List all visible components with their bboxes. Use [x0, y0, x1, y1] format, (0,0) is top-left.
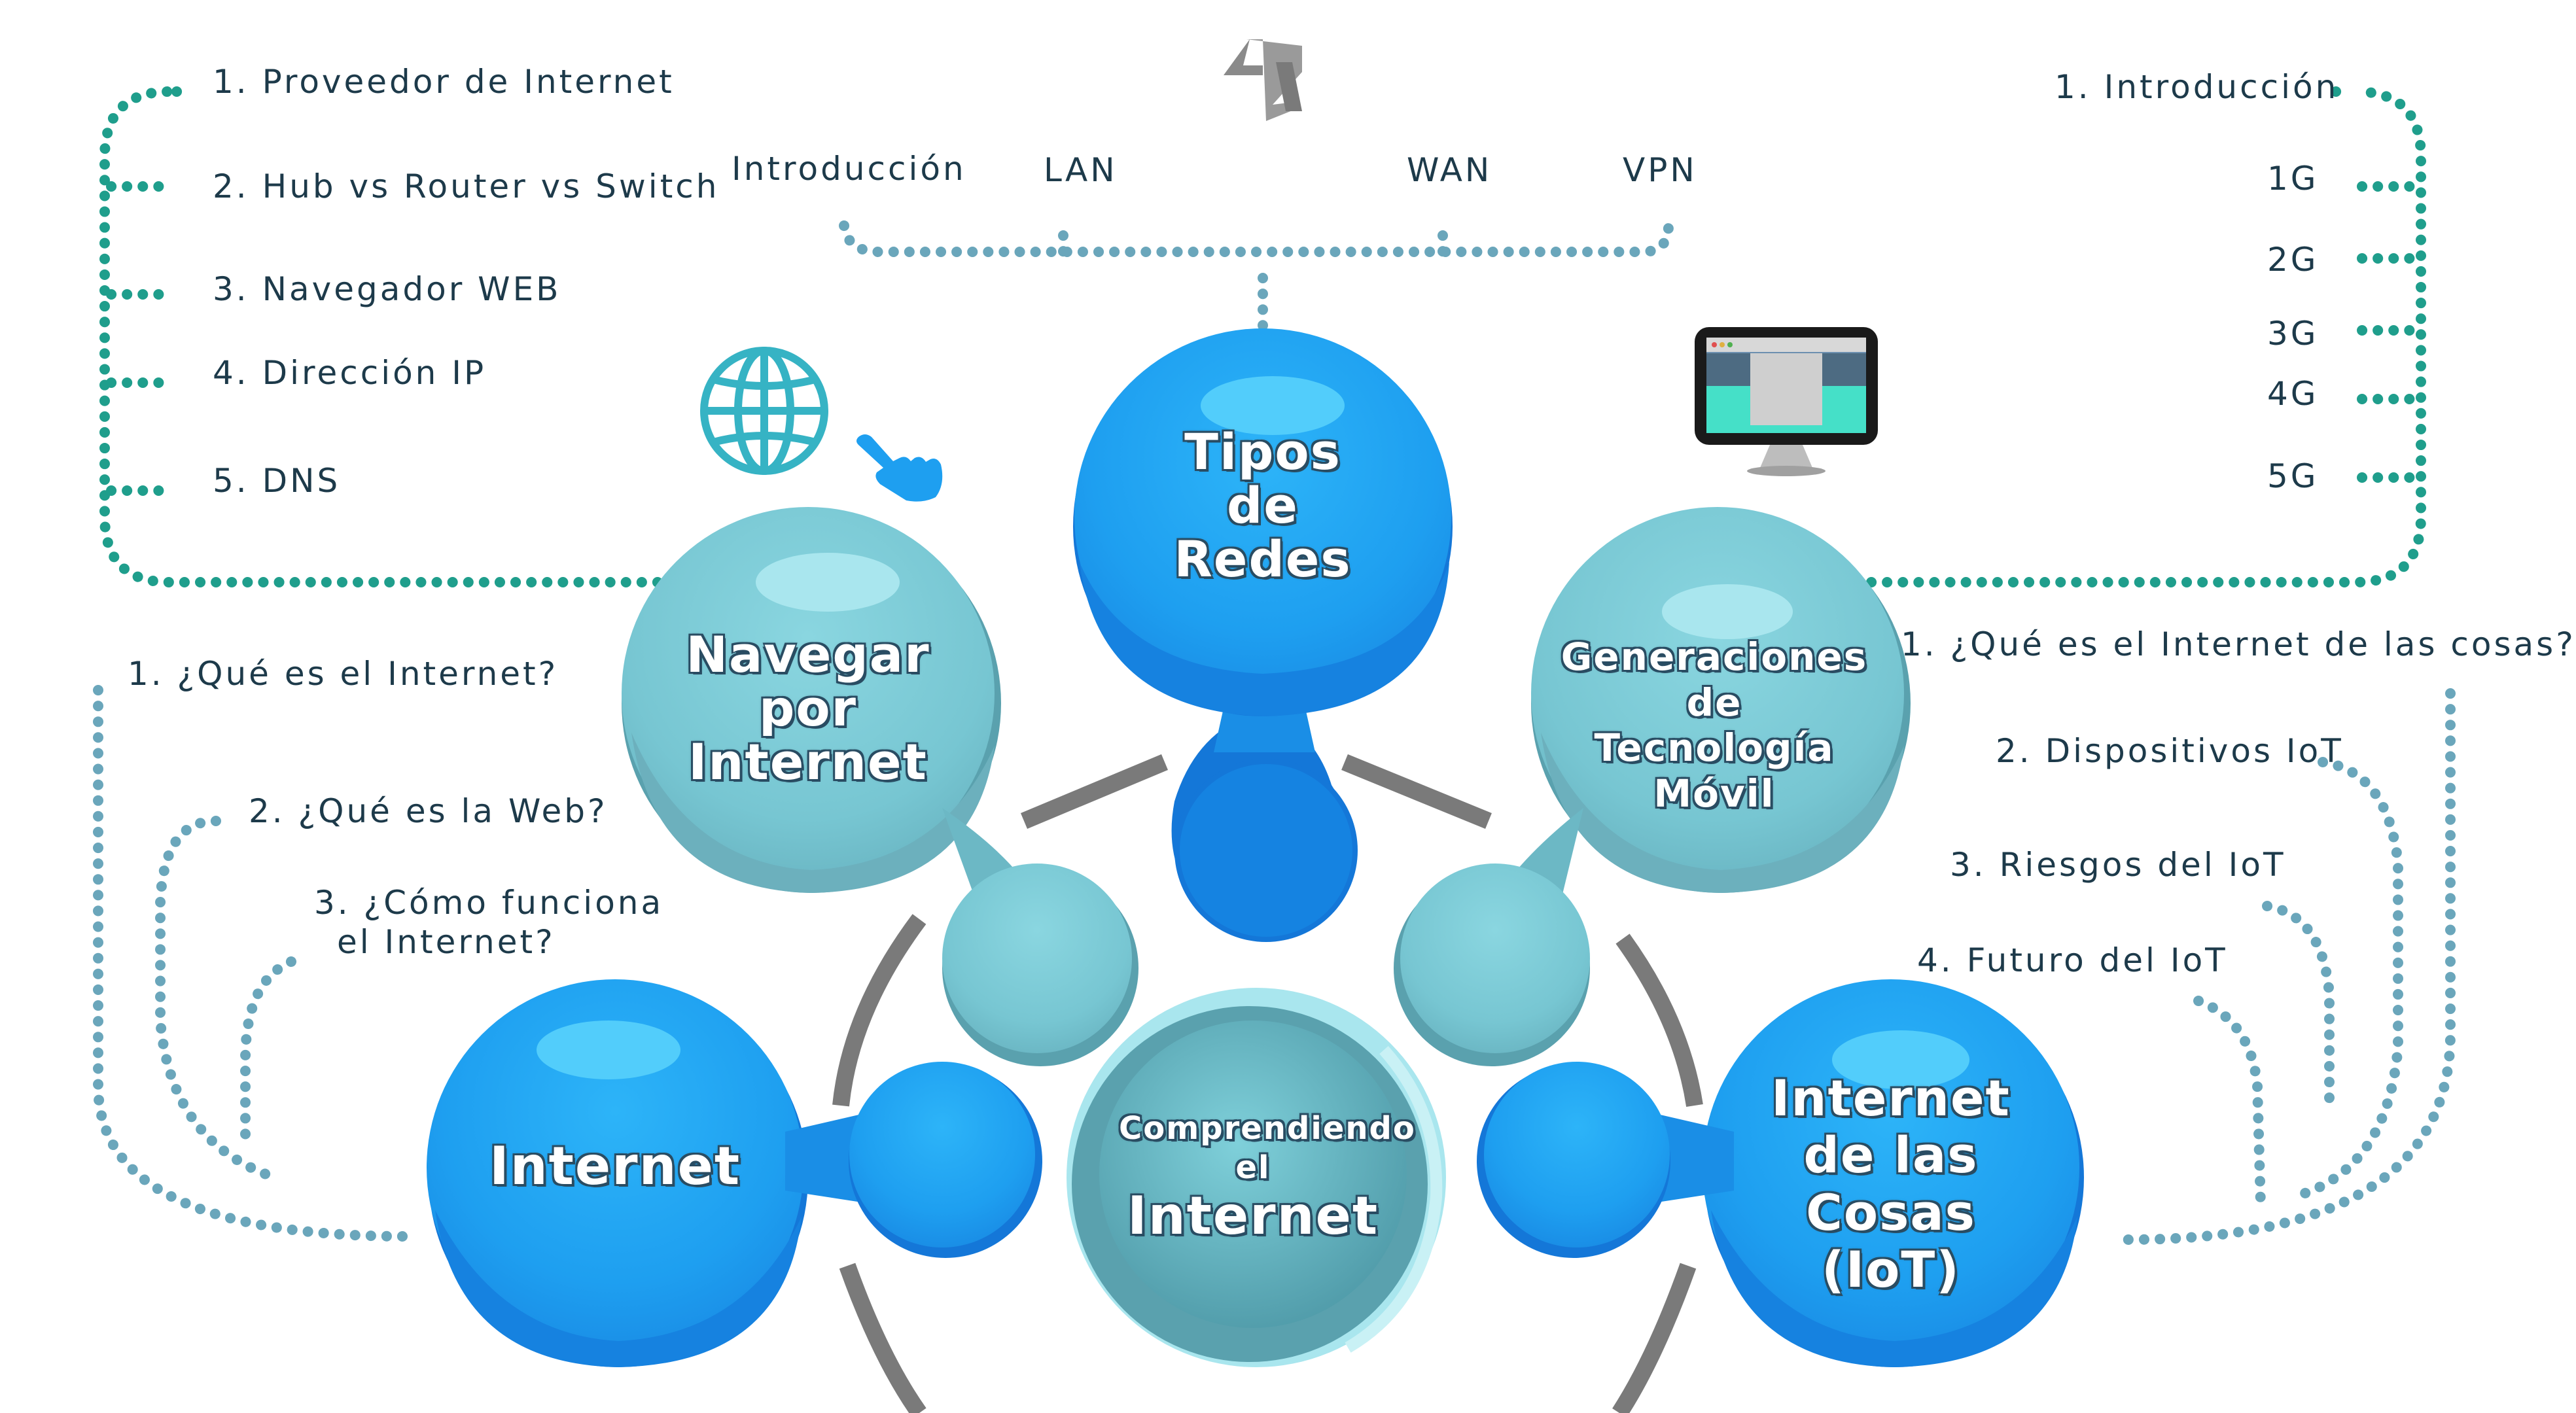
arc-bottom-left	[839, 1263, 926, 1413]
dots-iot-main	[2121, 688, 2456, 1245]
internet-item-2: 2. ¿Qué es la Web?	[249, 792, 608, 830]
navegar-item-4: 4. Dirección IP	[213, 354, 487, 392]
node-generaciones[interactable]	[1394, 507, 1911, 1066]
arc-top-right	[1341, 754, 1492, 829]
pointing-hand-icon	[856, 434, 943, 502]
node-center-label: Comprendiendo el Internet	[1119, 1110, 1416, 1246]
navegar-item-3: 3. Navegador WEB	[213, 270, 561, 308]
navegar-item-1: 1. Proveedor de Internet	[213, 63, 675, 101]
internet-item-3b: el Internet?	[337, 923, 556, 961]
internet-item-1: 1. ¿Qué es el Internet?	[128, 655, 559, 693]
iot-item-1: 1. ¿Qué es el Internet de las cosas?	[1901, 625, 2576, 663]
redes-item-vpn: VPN	[1623, 151, 1697, 189]
node-internet[interactable]	[427, 979, 1042, 1367]
globe-icon	[700, 347, 828, 475]
dotted-lines-blue	[93, 220, 2456, 1245]
arc-right	[1615, 933, 1703, 1107]
arc-bottom-right	[1612, 1263, 1697, 1413]
logo-icon	[1224, 39, 1302, 121]
node-tipos-redes-label: Tipos de Redes	[1174, 423, 1352, 589]
movil-item-5g: 5G	[2267, 457, 2319, 495]
node-tipos-redes[interactable]	[1073, 328, 1453, 942]
node-iot[interactable]	[1477, 979, 2084, 1367]
node-iot-label: Internet de las Cosas (IoT)	[1771, 1069, 2011, 1299]
node-navegar-label: Navegar por Internet	[686, 625, 930, 792]
connector-arcs	[832, 754, 1703, 1413]
node-generaciones-label: Generaciones de Tecnología Móvil	[1561, 635, 1868, 816]
movil-item-3g: 3G	[2267, 315, 2319, 353]
node-center[interactable]	[1067, 988, 1446, 1367]
internet-item-3a: 3. ¿Cómo funciona	[314, 884, 664, 922]
dotted-lines-teal	[99, 86, 2426, 587]
computer-monitor-icon	[1695, 327, 1878, 476]
node-internet-label: Internet	[489, 1136, 741, 1196]
movil-item-intro: 1. Introducción	[2055, 68, 2339, 106]
mind-map-canvas	[93, 39, 2456, 1413]
redes-item-wan: WAN	[1407, 151, 1492, 189]
movil-item-1g: 1G	[2267, 160, 2319, 198]
navegar-item-2: 2. Hub vs Router vs Switch	[213, 167, 720, 205]
redes-item-lan: LAN	[1044, 151, 1118, 189]
movil-item-4g: 4G	[2267, 375, 2319, 413]
dots-navegar-bracket	[99, 86, 663, 587]
dots-redes-bracket	[839, 220, 1674, 257]
arc-top-left	[1020, 754, 1169, 829]
iot-item-4: 4. Futuro del IoT	[1917, 941, 2228, 979]
movil-item-2g: 2G	[2267, 241, 2319, 279]
redes-item-intro: Introducción	[732, 150, 966, 188]
node-navegar[interactable]	[622, 507, 1138, 1066]
iot-item-2: 2. Dispositivos IoT	[1996, 732, 2344, 770]
navegar-item-5: 5. DNS	[213, 462, 341, 500]
dots-movil-bracket	[1866, 86, 2426, 587]
iot-item-3: 3. Riesgos del IoT	[1950, 846, 2286, 884]
arc-left	[832, 914, 926, 1107]
dots-internet-main	[93, 685, 414, 1242]
